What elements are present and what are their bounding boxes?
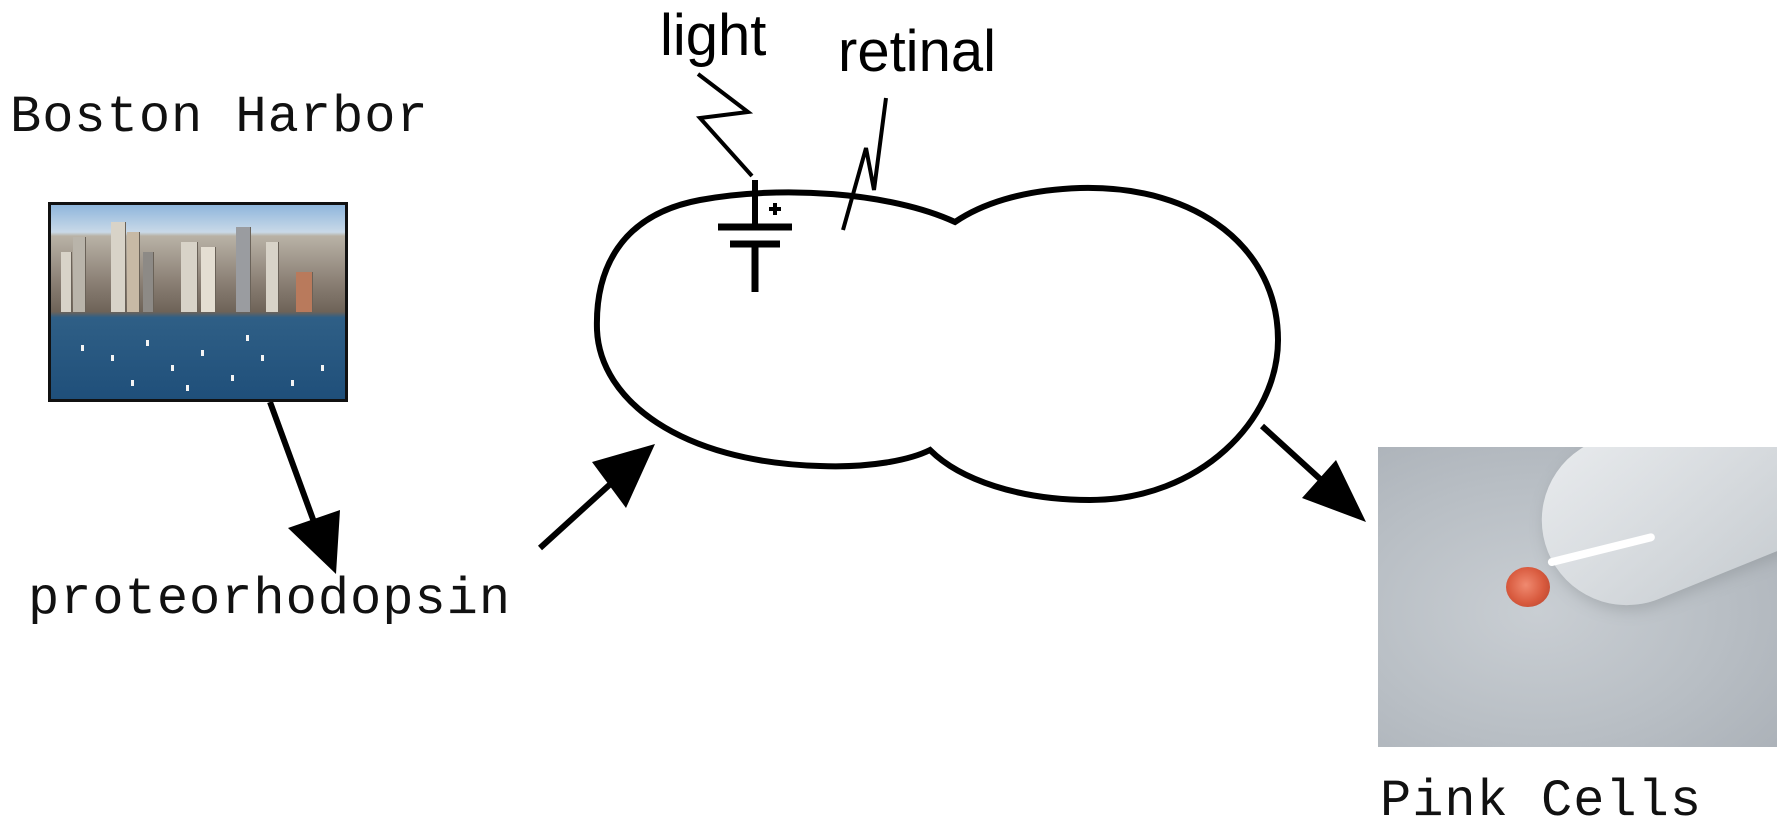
boston-harbor-photo — [48, 202, 348, 402]
arrow-cell-to-pink-cells — [1259, 423, 1366, 522]
battery-symbol — [718, 180, 792, 292]
retinal-label: retinal — [838, 19, 996, 84]
proteorhodopsin-label: proteorhodopsin — [28, 570, 512, 629]
light-zigzag-line — [695, 72, 754, 178]
dividing-cell-outline — [593, 184, 1282, 504]
arrow-harbor-to-proteorhodopsin — [267, 400, 340, 574]
arrow-proteorhodopsin-to-cell — [537, 444, 655, 551]
pink-cells-label: Pink Cells — [1380, 772, 1703, 831]
pink-cell-pellet — [1506, 567, 1550, 607]
light-label: light — [660, 3, 767, 68]
boston-harbor-label: Boston Harbor — [10, 88, 429, 147]
pink-cells-tube-photo — [1378, 447, 1777, 747]
retinal-zigzag-line — [841, 97, 888, 231]
